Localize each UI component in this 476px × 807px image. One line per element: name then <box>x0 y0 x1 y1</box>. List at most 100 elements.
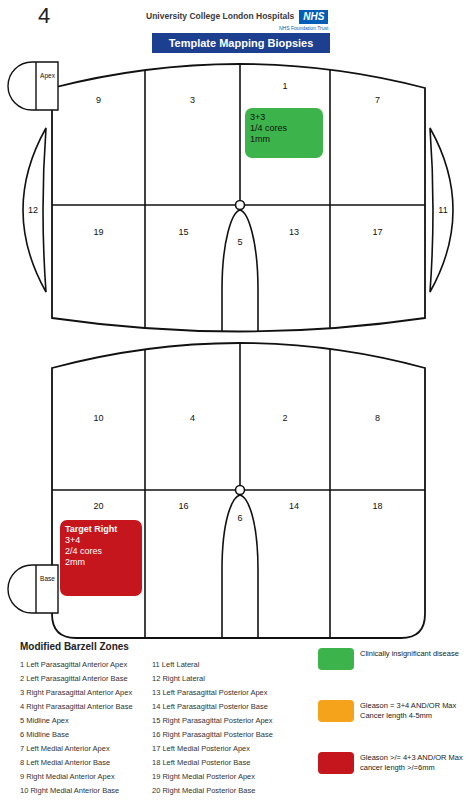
title-banner: Template Mapping Biopsies <box>152 33 330 53</box>
lateral-pieces <box>23 128 453 292</box>
result-box: Target Right3+42/4 cores2mm <box>60 520 142 596</box>
zone-key-item: 8 Left Medial Anterior Base <box>20 758 110 768</box>
zone-cell: 7 <box>330 62 425 205</box>
node-text: 9 <box>96 95 101 106</box>
zone-cell: 10 <box>52 350 145 490</box>
node-text: 2mm <box>65 557 85 568</box>
node-text: 1mm <box>250 134 270 145</box>
node-text: 14 <box>289 501 299 512</box>
node-text: Base <box>40 575 55 583</box>
zone-key-item: 11 Left Lateral <box>152 660 199 670</box>
apex-grid <box>40 40 440 350</box>
node-text: 7 <box>375 95 380 106</box>
zone-cell: 19 <box>52 205 145 330</box>
header-text: University College London Hospitals <box>146 11 294 22</box>
node-text: Apex <box>40 72 55 80</box>
node-text: 19 <box>93 227 103 238</box>
node-text: 3 <box>190 95 195 106</box>
node-text: 6 <box>237 513 242 524</box>
zone-key-item: 3 Right Parasagittal Anterior Apex <box>20 688 132 698</box>
legend-swatch <box>318 752 354 774</box>
node-text: 11 <box>438 205 447 216</box>
node-text: 17 <box>372 227 382 238</box>
node-text: Template Mapping Biopsies <box>169 33 314 53</box>
lateral-outline <box>23 128 46 292</box>
zone-key-item: 5 Midline Apex <box>20 716 69 726</box>
base-grid <box>40 300 440 660</box>
node-text: 13 <box>289 227 299 238</box>
lateral-zone: 11 <box>432 128 454 292</box>
node-text: 12 <box>28 205 38 216</box>
zone-cell: 5 <box>222 215 258 330</box>
zone-cell: 3 <box>145 62 240 205</box>
orientation-icon: Apex <box>37 64 58 104</box>
legend-swatch <box>318 648 354 670</box>
urethra-arch <box>222 210 258 350</box>
orientation-icons <box>8 62 58 613</box>
zone-cell: 13 <box>258 205 330 330</box>
zone-cell: 1 3+31/4 cores1mm <box>240 62 330 205</box>
zone-divider <box>144 40 146 350</box>
result-box: 3+31/4 cores1mm <box>245 108 323 158</box>
zone-key-item: 4 Right Parasagittal Anterior Base <box>20 702 133 712</box>
zone-cell: 18 <box>330 490 425 636</box>
urethra-circle <box>236 201 245 210</box>
zone-key-item: 20 Right Medial Posterior Base <box>152 786 255 796</box>
node-text: 8 <box>375 413 380 424</box>
zone-key-item: 7 Left Medial Anterior Apex <box>20 744 110 754</box>
node-text: 20 <box>93 501 103 512</box>
legend-swatch <box>318 700 354 722</box>
zone-cell: 20Target Right3+42/4 cores2mm <box>52 490 145 636</box>
icon-outline <box>8 62 58 110</box>
zone-cell: 14 <box>258 490 330 636</box>
zone-cell: 17 <box>330 205 425 330</box>
icon-line <box>35 565 36 613</box>
zone-key-item: 13 Left Parasagittal Posterior Apex <box>152 688 268 698</box>
urethra-circle <box>236 486 245 495</box>
prostate-outline <box>52 64 425 332</box>
legend-text: Gleason = 3+4 AND/OR Max Cancer length 4… <box>360 701 468 720</box>
node-text: 1 <box>282 81 287 92</box>
zone-divider <box>329 40 331 350</box>
zone-cell: 15 <box>145 205 222 330</box>
node-text: 4 <box>190 413 195 424</box>
node-text: 5 <box>237 237 242 248</box>
legend-text: Gleason >/= 4+3 AND/OR Max cancer length… <box>360 753 468 772</box>
lateral-outline <box>430 128 453 292</box>
node-text: 1/4 cores <box>250 123 287 134</box>
zone-divider <box>144 300 146 660</box>
orientation-icon: Base <box>37 567 58 607</box>
node-text: 2 <box>282 413 287 424</box>
zone-key-item: 1 Left Parasagittal Anterior Apex <box>20 660 127 670</box>
node-text: 16 <box>178 501 188 512</box>
node-text: 18 <box>372 501 382 512</box>
node-text: 15 <box>178 227 188 238</box>
node-text: 3+3 <box>250 112 265 123</box>
node-text: 10 <box>93 413 103 424</box>
node-text: NHS <box>303 10 324 24</box>
lateral-zone: 12 <box>22 128 44 292</box>
zone-cell: 9 <box>52 62 145 205</box>
zone-key-item: 2 Left Parasagittal Anterior Base <box>20 674 128 684</box>
prostate-outline <box>52 343 425 638</box>
page-number: 4 <box>38 3 50 28</box>
zone-key-item: 19 Right Medial Posterior Apex <box>152 772 255 782</box>
zone-key-title: Modified Barzell Zones <box>20 641 129 653</box>
zone-divider <box>239 300 241 485</box>
zone-key-item: 9 Right Medial Anterior Apex <box>20 772 115 782</box>
zone-cell: 4 <box>145 350 240 490</box>
zone-key-item: 14 Left Parasagittal Posterior Base <box>152 702 268 712</box>
legend-text: Clinically insignificant disease <box>360 649 468 659</box>
node-text: Target Right <box>65 524 117 535</box>
zone-key-item: 15 Right Parasagittal Posterior Apex <box>152 716 272 726</box>
icon-line <box>35 62 36 110</box>
apex-section <box>40 40 440 350</box>
zone-key-item: 12 Right Lateral <box>152 674 205 684</box>
zone-divider <box>329 300 331 660</box>
zone-key-item: 17 Left Medial Posterior Apex <box>152 744 250 754</box>
zone-cell: 2 <box>240 350 330 490</box>
zone-cell: 6 <box>222 500 258 636</box>
